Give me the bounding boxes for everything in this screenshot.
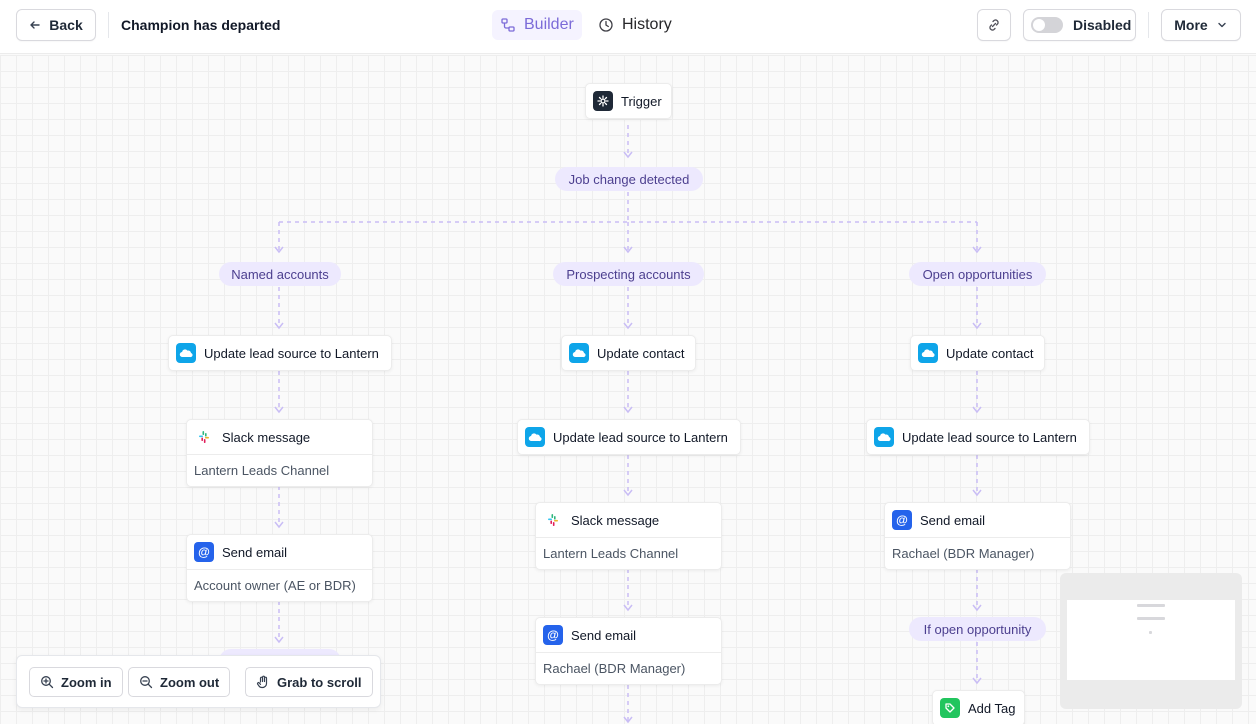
- node-title: Update lead source to Lantern: [902, 429, 1077, 445]
- zoom-in-label: Zoom in: [61, 674, 112, 690]
- page-title: Champion has departed: [121, 17, 281, 33]
- node-detail: Lantern Leads Channel: [187, 454, 372, 486]
- send-email-node[interactable]: @ Send email Rachael (BDR Manager): [535, 617, 722, 685]
- node-title: Send email: [222, 544, 288, 560]
- update-lead-source-node[interactable]: Update lead source to Lantern: [517, 419, 741, 455]
- more-label: More: [1174, 17, 1208, 33]
- add-tag-node[interactable]: Add Tag: [932, 690, 1025, 724]
- slack-message-node[interactable]: Slack message Lantern Leads Channel: [535, 502, 722, 570]
- copy-link-button[interactable]: [977, 9, 1011, 41]
- node-detail: Lantern Leads Channel: [536, 537, 721, 569]
- zoom-controls: Zoom in Zoom out Grab to scroll: [16, 655, 381, 708]
- toggle-label: Disabled: [1073, 17, 1132, 33]
- node-title: Update lead source to Lantern: [204, 345, 379, 361]
- node-title: Update lead source to Lantern: [553, 429, 728, 445]
- trigger-label: Trigger: [621, 93, 662, 109]
- gear-icon: [593, 91, 613, 111]
- minimap-viewport[interactable]: [1067, 600, 1235, 680]
- minimap-node: [1137, 604, 1165, 607]
- tab-builder-label: Builder: [524, 16, 574, 33]
- send-email-node[interactable]: @ Send email Rachael (BDR Manager): [884, 502, 1071, 570]
- node-title: Send email: [920, 512, 986, 528]
- arrow-left-icon: [30, 21, 40, 29]
- salesforce-icon: [918, 343, 938, 363]
- update-lead-source-node[interactable]: Update lead source to Lantern: [866, 419, 1090, 455]
- node-detail: Rachael (BDR Manager): [536, 652, 721, 684]
- update-contact-node[interactable]: Update contact: [561, 335, 696, 371]
- at-sign-icon: @: [194, 542, 214, 562]
- salesforce-icon: [569, 343, 589, 363]
- update-lead-source-node[interactable]: Update lead source to Lantern: [168, 335, 392, 371]
- tab-history-label: History: [622, 16, 672, 33]
- zoom-in-button[interactable]: Zoom in: [29, 667, 123, 697]
- node-title: Update contact: [597, 345, 685, 361]
- grab-label: Grab to scroll: [277, 674, 362, 690]
- zoom-in-icon: [41, 676, 54, 689]
- zoom-out-icon: [140, 676, 153, 689]
- salesforce-icon: [525, 427, 545, 447]
- slack-icon: [543, 510, 563, 530]
- node-title: Add Tag: [968, 700, 1016, 716]
- branch-pill-open-opportunities[interactable]: Open opportunities: [909, 262, 1046, 286]
- at-sign-icon: @: [892, 510, 912, 530]
- zoom-out-label: Zoom out: [160, 674, 220, 690]
- branch-pill-prospecting-accounts[interactable]: Prospecting accounts: [553, 262, 704, 286]
- grab-to-scroll-button[interactable]: Grab to scroll: [245, 667, 373, 697]
- slack-icon: [194, 427, 214, 447]
- node-detail: Account owner (AE or BDR): [187, 569, 372, 601]
- node-title: Slack message: [222, 429, 311, 445]
- send-email-node[interactable]: @ Send email Account owner (AE or BDR): [186, 534, 373, 602]
- header-divider: [1148, 12, 1149, 38]
- condition-pill[interactable]: Job change detected: [555, 167, 703, 191]
- node-title: Slack message: [571, 512, 660, 528]
- minimap-node: [1137, 617, 1165, 620]
- hand-icon: [256, 675, 268, 689]
- chevron-down-icon: [1218, 22, 1226, 28]
- node-title: Update contact: [946, 345, 1034, 361]
- zoom-out-button[interactable]: Zoom out: [128, 667, 231, 697]
- more-menu-button[interactable]: More: [1161, 9, 1241, 41]
- back-label: Back: [49, 17, 83, 33]
- tab-history[interactable]: History: [590, 10, 680, 40]
- workflow-canvas[interactable]: Trigger Job change detected Named accoun…: [0, 55, 1256, 724]
- back-button[interactable]: Back: [16, 9, 96, 41]
- minimap-node: [1149, 631, 1152, 634]
- trigger-node[interactable]: Trigger: [585, 83, 672, 119]
- header-divider: [108, 12, 109, 38]
- branch-pill-named-accounts[interactable]: Named accounts: [219, 262, 341, 286]
- history-icon: [599, 18, 613, 32]
- salesforce-icon: [874, 427, 894, 447]
- tag-icon: [940, 698, 960, 718]
- node-detail: Rachael (BDR Manager): [885, 537, 1070, 569]
- workflow-icon: [501, 18, 515, 32]
- tab-builder[interactable]: Builder: [492, 10, 582, 40]
- enable-toggle[interactable]: Disabled: [1023, 9, 1136, 41]
- at-sign-icon: @: [543, 625, 563, 645]
- update-contact-node[interactable]: Update contact: [910, 335, 1045, 371]
- flow-connectors: [274, 125, 982, 724]
- link-icon: [989, 19, 999, 31]
- top-bar: Back Champion has departed Builder Histo…: [0, 0, 1256, 54]
- slack-message-node[interactable]: Slack message Lantern Leads Channel: [186, 419, 373, 487]
- salesforce-icon: [176, 343, 196, 363]
- toggle-switch[interactable]: [1031, 17, 1063, 33]
- condition-pill[interactable]: If open opportunity: [909, 617, 1046, 641]
- node-title: Send email: [571, 627, 637, 643]
- minimap[interactable]: [1060, 573, 1242, 709]
